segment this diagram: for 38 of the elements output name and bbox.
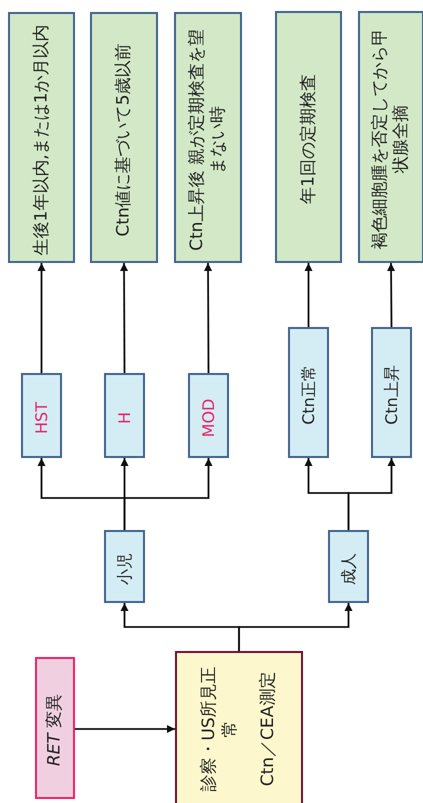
- vertical-text: Ctn正常: [298, 364, 318, 426]
- vertical-text: MOD: [198, 397, 218, 439]
- arrow: [238, 603, 352, 651]
- arrow: [304, 263, 312, 327]
- category-box: [371, 327, 412, 458]
- vertical-text: Ctn上昇後 親が定期検査を望まない時: [186, 28, 229, 252]
- arrow: [120, 263, 128, 373]
- category-box: [21, 373, 62, 458]
- outcome-box: [8, 12, 75, 263]
- outcome-box: [358, 11, 423, 263]
- arrow: [387, 263, 396, 327]
- category-box: [328, 530, 369, 603]
- vertical-text: 小児: [114, 552, 134, 587]
- vertical-text: RET 変異: [44, 692, 66, 768]
- arrow: [124, 458, 212, 530]
- arrow: [348, 458, 396, 530]
- vertical-text: Ctn／CEA測定: [258, 670, 279, 788]
- vertical-text: 生後1年以内,または1か月以内: [30, 22, 52, 257]
- outcome-box: [90, 12, 158, 263]
- outcome-box: [275, 11, 342, 263]
- vertical-text: 診察・US所見正常: [199, 665, 242, 794]
- arrow: [38, 263, 46, 373]
- start-box: [35, 657, 75, 799]
- arrow: [204, 263, 212, 373]
- vertical-text: H: [114, 410, 134, 426]
- vertical-text: Ctn上昇: [382, 364, 402, 426]
- arrow: [75, 725, 175, 733]
- test-box: [175, 651, 303, 803]
- category-box: [104, 373, 145, 458]
- vertical-text: 褐色細胞腫を否定してから甲状腺全摘: [370, 28, 412, 252]
- vertical-text: 成人: [338, 552, 358, 586]
- vertical-text: Ctn値に基づいて5歳以前: [113, 42, 134, 238]
- category-box: [104, 530, 145, 603]
- vertical-text: 年1回の定期検査: [298, 73, 319, 206]
- outcome-box: [174, 12, 242, 263]
- vertical-text: HST: [32, 400, 52, 436]
- category-box: [288, 327, 329, 458]
- category-box: [188, 373, 229, 458]
